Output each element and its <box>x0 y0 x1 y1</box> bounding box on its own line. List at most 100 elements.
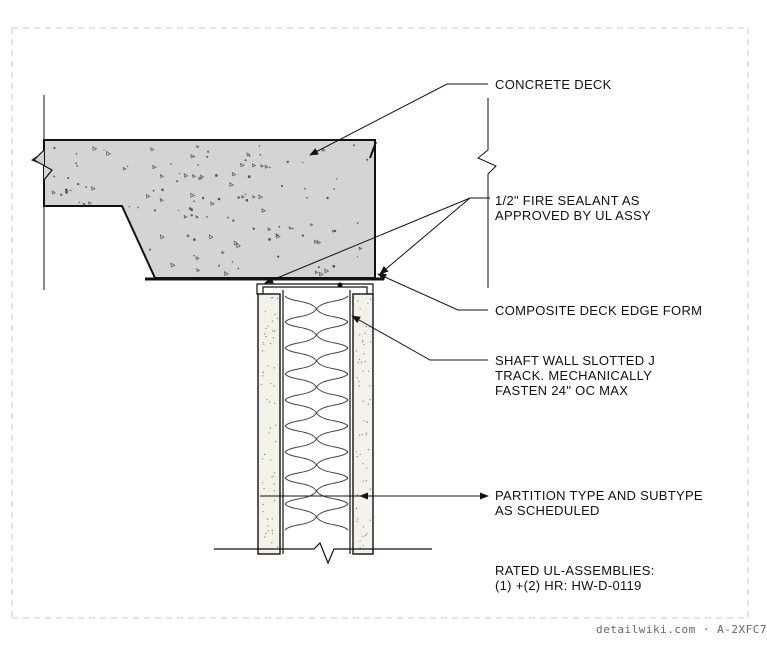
leader-concrete-deck <box>309 83 488 156</box>
gypsum-dot <box>273 472 276 474</box>
aggregate-speck <box>152 164 157 170</box>
gypsum-dot <box>262 341 264 344</box>
aggregate-speck <box>160 234 165 240</box>
gypsum-dot <box>367 403 369 405</box>
aggregate-speck <box>186 234 191 238</box>
gypsum-dot <box>362 400 364 402</box>
gypsum-dot <box>263 453 266 456</box>
aggregate-speck <box>288 226 292 230</box>
aggregate-speck <box>227 216 230 219</box>
gypsum-dot <box>363 343 365 346</box>
aggregate-speck <box>75 162 77 165</box>
gypsum-dot <box>355 350 357 352</box>
deck-edge-form-top <box>369 141 377 159</box>
aggregate-speck <box>76 165 78 167</box>
aggregate-speck <box>149 248 151 251</box>
aggregate-speck <box>210 201 215 206</box>
watermark: detailwiki.com · A-2XFC7 <box>596 623 767 636</box>
gypsum-dot <box>363 526 365 528</box>
aggregate-speck <box>159 174 165 179</box>
gypsum-dot <box>263 488 265 490</box>
gypsum-dot <box>273 483 275 485</box>
insulation-loop <box>284 503 349 531</box>
gypsum-panel-right <box>352 293 374 555</box>
gypsum-dot <box>359 334 361 336</box>
aggregate-speck <box>240 162 245 168</box>
aggregate-speck <box>260 164 264 168</box>
gypsum-dot <box>272 475 274 477</box>
aggregate-speck <box>198 176 203 181</box>
aggregate-speck <box>195 255 200 261</box>
aggregate-speck <box>53 175 56 178</box>
aggregate-speck <box>217 197 221 201</box>
gypsum-dot <box>271 542 273 544</box>
aggregate-speck <box>353 144 355 147</box>
gypsum-dot <box>356 377 358 379</box>
gypsum-dot <box>359 453 361 455</box>
aggregate-speck <box>366 158 369 161</box>
gypsum-dot <box>270 459 272 461</box>
aggregate-speck <box>258 194 264 200</box>
aggregate-speck <box>208 234 214 240</box>
aggregate-speck <box>306 196 308 199</box>
gypsum-dot <box>358 385 360 387</box>
aggregate-speck <box>206 216 208 218</box>
bottom-break-line <box>214 541 432 565</box>
gypsum-dot <box>266 399 268 401</box>
gypsum-dot <box>262 482 264 484</box>
aggregate-speck <box>258 145 261 147</box>
gypsum-dot <box>269 401 271 403</box>
aggregate-speck <box>259 154 262 156</box>
gypsum-dot <box>356 520 358 523</box>
gypsum-dot <box>265 336 267 338</box>
aggregate-speck <box>278 225 281 228</box>
gypsum-dot <box>274 402 276 404</box>
aggregate-speck <box>264 164 269 169</box>
aggregate-speck <box>218 264 220 267</box>
aggregate-speck <box>232 219 235 222</box>
aggregate-speck <box>221 250 225 255</box>
label-concrete-deck: CONCRETE DECK <box>495 77 612 92</box>
gypsum-dot <box>268 432 270 434</box>
aggregate-speck <box>229 182 234 187</box>
gypsum-dot <box>262 511 264 513</box>
gypsum-dot <box>367 302 369 304</box>
gypsum-dot <box>362 463 364 465</box>
aggregate-speck <box>195 215 199 219</box>
aggregate-speck <box>246 152 251 157</box>
gypsum-dot <box>356 494 359 496</box>
aggregate-speck <box>77 183 80 186</box>
gypsum-dot <box>262 375 264 377</box>
gypsum-dot <box>368 370 370 372</box>
gypsum-dot <box>267 518 269 520</box>
aggregate-speck <box>281 185 283 187</box>
gypsum-dot <box>365 534 367 537</box>
gypsum-dot <box>357 300 359 302</box>
aggregate-speck <box>176 180 179 183</box>
gypsum-dot <box>267 525 269 527</box>
aggregate-speck <box>78 201 81 203</box>
gypsum-dot <box>362 370 364 372</box>
gypsum-dot <box>277 297 279 299</box>
aggregate-speck <box>269 166 271 169</box>
aggregate-speck <box>237 196 240 199</box>
gypsum-dot <box>271 529 273 532</box>
aggregate-speck <box>85 186 87 188</box>
gypsum-dot <box>365 326 367 328</box>
aggregate-speck <box>64 188 68 192</box>
aggregate-speck <box>356 222 359 224</box>
aggregate-speck <box>267 227 272 231</box>
gypsum-dot <box>265 327 267 329</box>
aggregate-speck <box>190 153 195 159</box>
aggregate-speck <box>231 261 234 263</box>
aggregate-speck <box>53 146 56 150</box>
aggregate-speck <box>292 227 294 230</box>
gypsum-dot <box>262 371 264 373</box>
aggregate-speck <box>193 254 195 257</box>
aggregate-speck <box>214 174 218 177</box>
aggregate-speck <box>91 185 96 191</box>
aggregate-speck <box>103 149 105 151</box>
gypsum-dot <box>358 380 360 382</box>
gypsum-dot <box>369 298 372 300</box>
